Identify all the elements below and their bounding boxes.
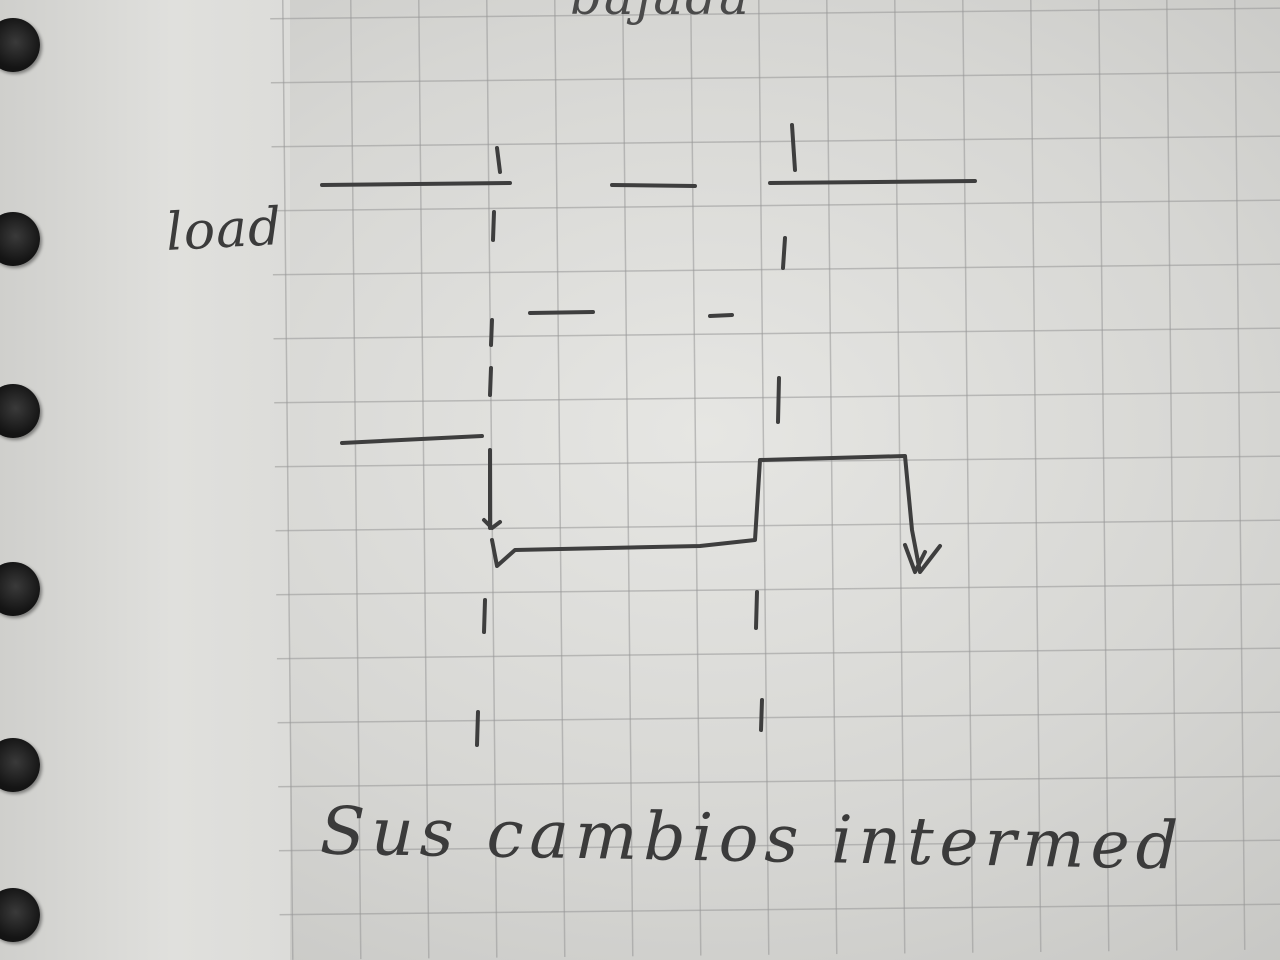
clock-tick-mark bbox=[790, 123, 797, 172]
output-signal-arrow bbox=[903, 543, 927, 574]
handwritten-top-word: bajada bbox=[570, 0, 751, 26]
dashed-guide-line bbox=[491, 210, 496, 242]
dashed-guide-line bbox=[781, 236, 787, 270]
dashed-guide-line bbox=[759, 698, 764, 732]
output-signal-waveform bbox=[340, 434, 942, 574]
load-signal-low-segment bbox=[528, 310, 595, 315]
clock-tick-mark bbox=[495, 146, 502, 174]
dashed-guide-line bbox=[489, 318, 494, 347]
dashed-guide-line bbox=[754, 590, 759, 630]
page-margin bbox=[0, 0, 290, 960]
dashed-guide-line bbox=[488, 366, 493, 397]
dashed-guide-line bbox=[776, 376, 781, 424]
dashed-guide-line bbox=[475, 710, 480, 747]
load-signal-high-segment bbox=[610, 183, 697, 188]
load-signal-high-segment bbox=[768, 179, 977, 185]
dashed-guide-line bbox=[482, 598, 487, 634]
load-signal-low-segment bbox=[708, 313, 734, 318]
load-signal-high-segment bbox=[320, 181, 512, 187]
